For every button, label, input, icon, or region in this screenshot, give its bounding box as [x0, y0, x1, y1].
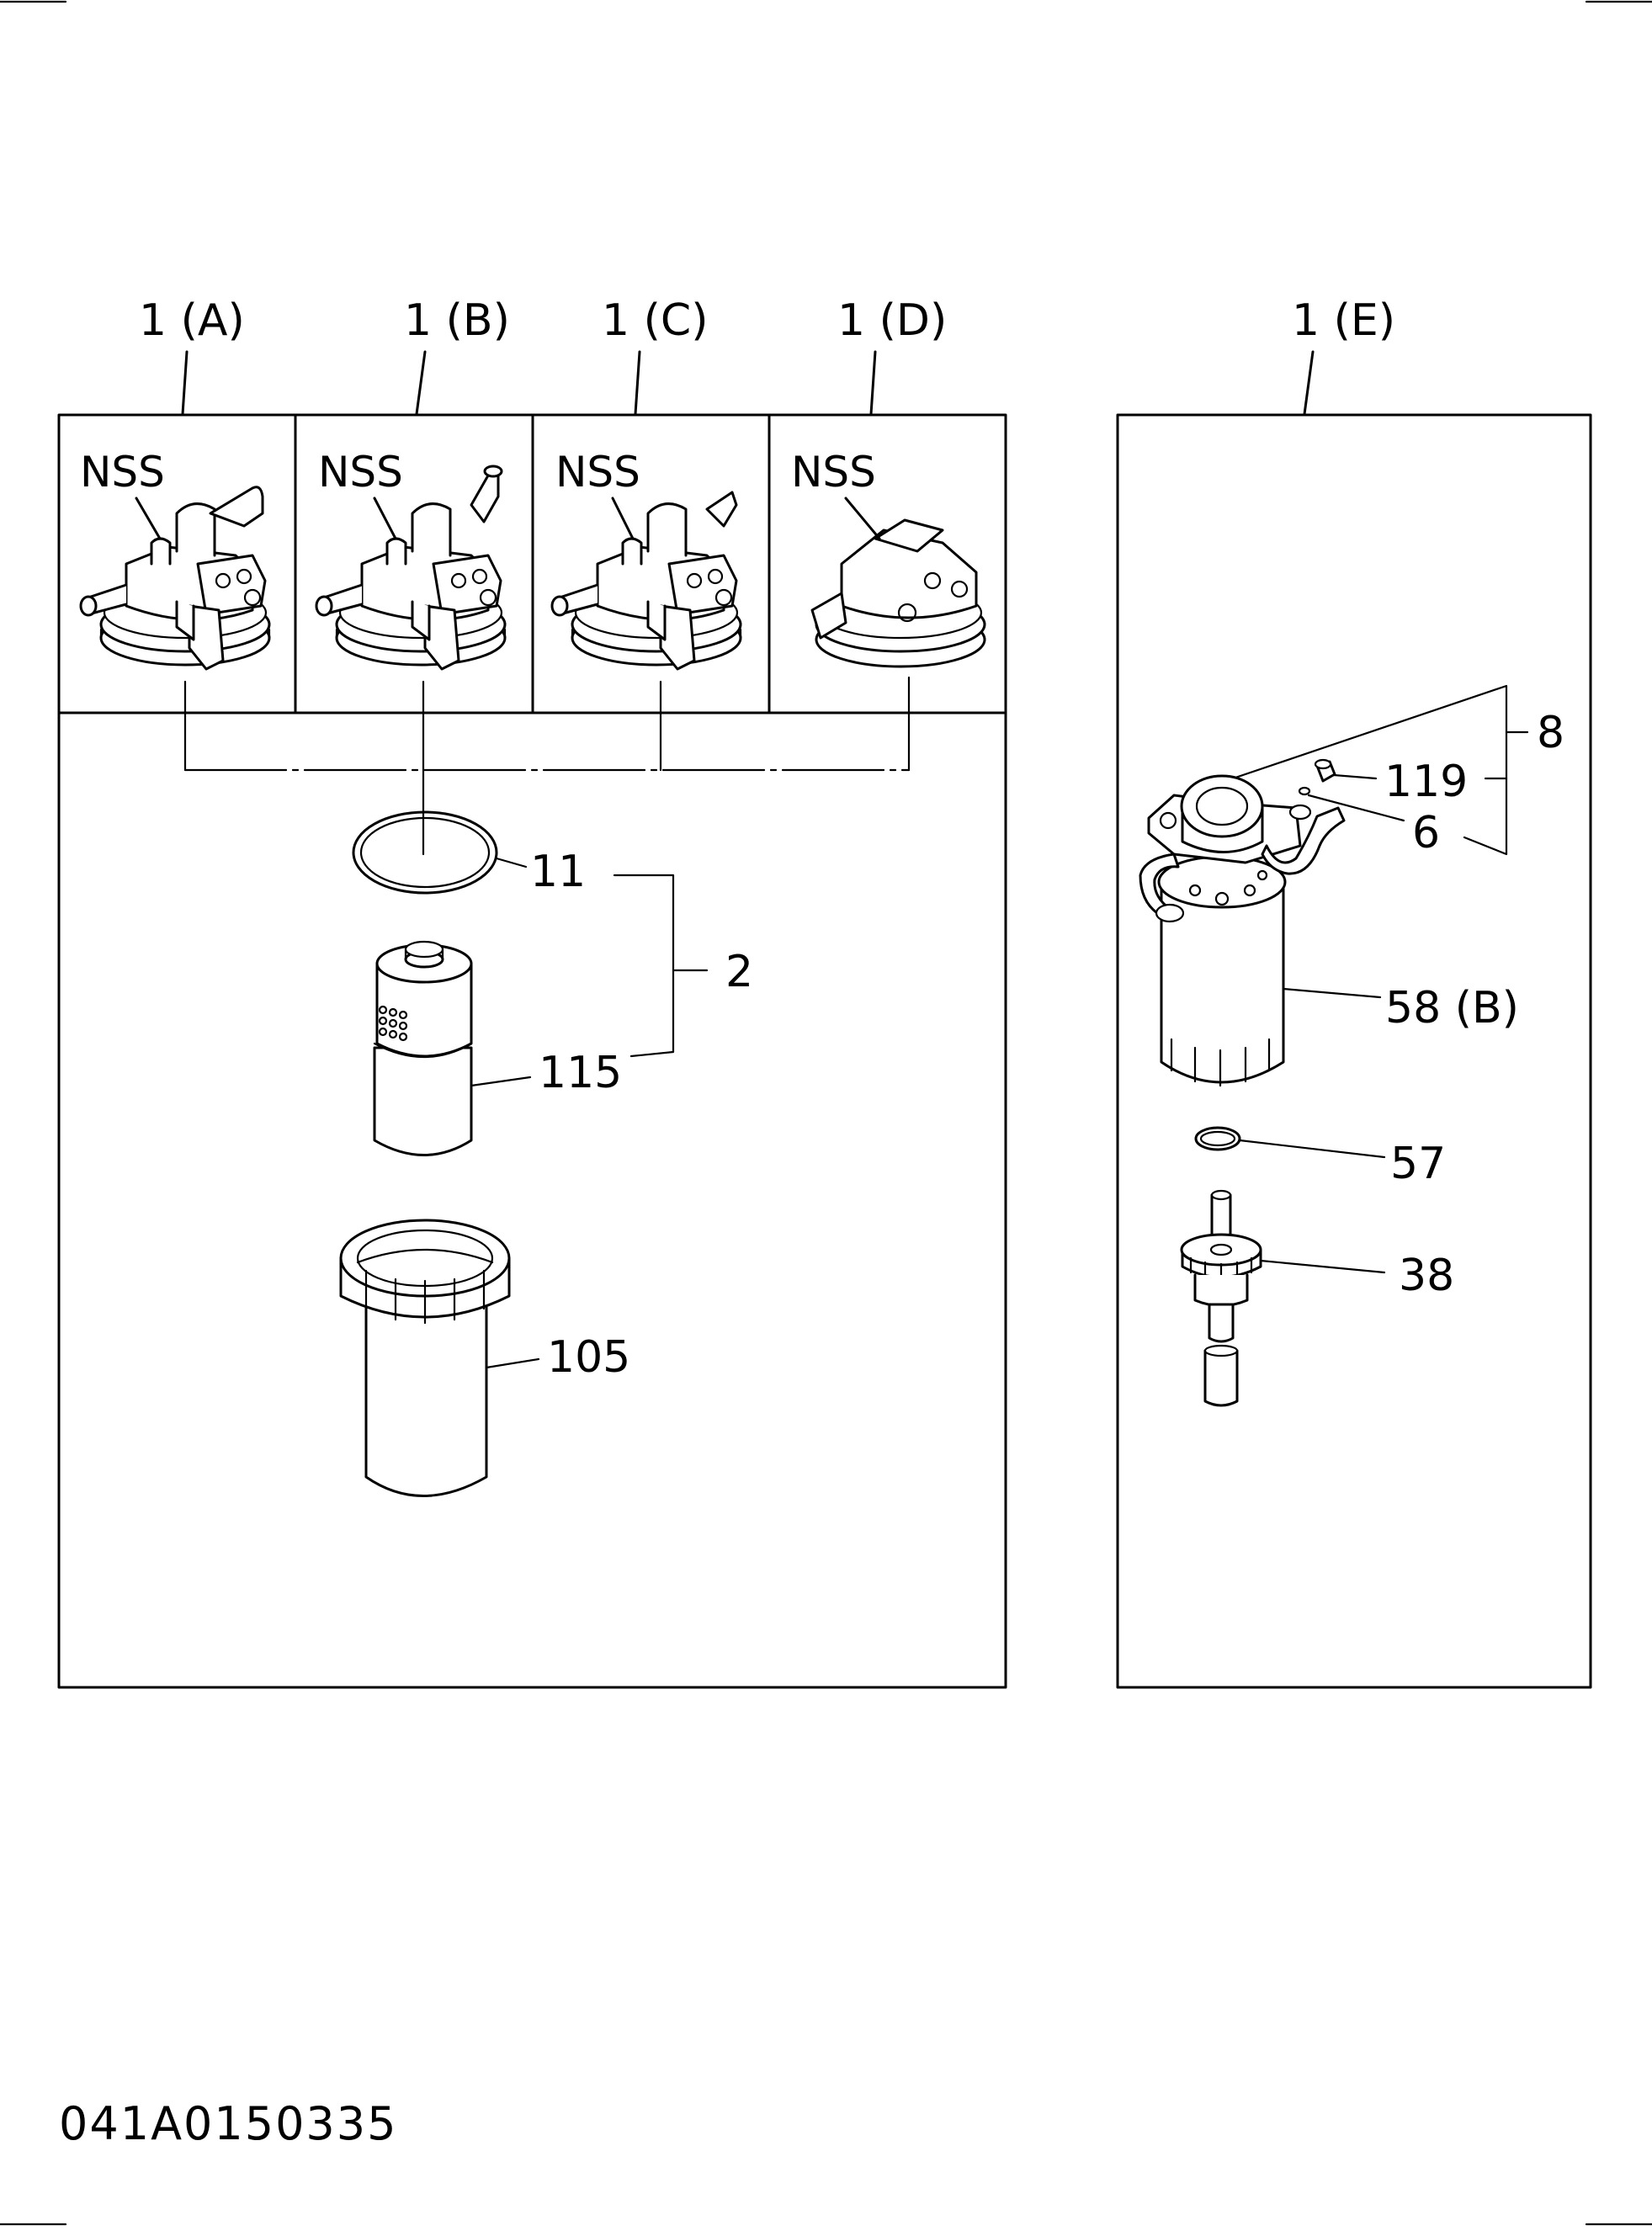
leader-38	[1259, 1259, 1386, 1274]
label-38: 38	[1399, 1251, 1454, 1301]
leader-1c	[634, 350, 641, 416]
leader-1b	[415, 350, 427, 416]
right-frame-border	[1116, 413, 1592, 1689]
leader-1e	[1303, 350, 1315, 416]
label-115: 115	[539, 1048, 622, 1098]
leader-11	[495, 857, 528, 868]
o-ring-57	[1194, 1126, 1241, 1151]
label-1b: 1 (B)	[404, 295, 510, 346]
leader-115	[470, 1076, 532, 1087]
filter-head-d	[810, 497, 986, 668]
bracket-2	[613, 874, 675, 1058]
label-2: 2	[725, 947, 753, 997]
label-1d: 1 (D)	[837, 295, 947, 346]
label-1c: 1 (C)	[602, 295, 709, 346]
filter-head-a	[79, 486, 271, 671]
nss-label-b: NSS	[318, 448, 403, 497]
label-57: 57	[1390, 1139, 1446, 1189]
leader-6	[1307, 794, 1405, 822]
label-105: 105	[547, 1332, 630, 1383]
drawing-code: 041A0150335	[59, 2097, 398, 2150]
label-1a: 1 (A)	[139, 295, 245, 346]
leader-119	[1332, 773, 1378, 780]
filter-58b	[1139, 774, 1346, 1087]
nss-label-a: NSS	[80, 448, 165, 497]
label-8: 8	[1537, 708, 1564, 758]
washer-6	[1298, 786, 1311, 796]
bowl-105	[339, 1219, 511, 1497]
left-frame	[57, 413, 1007, 1689]
leader-57	[1238, 1139, 1386, 1159]
drain-plug-38	[1180, 1189, 1262, 1407]
label-58b: 58 (B)	[1385, 983, 1519, 1033]
nss-label-c: NSS	[555, 448, 640, 497]
leader-1a	[181, 350, 189, 416]
o-ring-11	[352, 810, 498, 895]
label-119: 119	[1384, 757, 1468, 807]
filter-head-b	[315, 465, 507, 671]
bracket-8	[1231, 684, 1508, 856]
bleed-screw-119	[1314, 758, 1336, 783]
filter-element-115	[373, 940, 473, 1156]
connector-lines	[183, 676, 911, 856]
leader-105	[485, 1357, 540, 1369]
variant-labels: 1 (A) 1 (B) 1 (C) 1 (D) 1 (E)	[139, 295, 1395, 416]
leader-58b	[1282, 987, 1382, 999]
label-11: 11	[530, 847, 586, 897]
nss-label-d: NSS	[791, 448, 876, 497]
label-1e: 1 (E)	[1292, 295, 1395, 346]
filter-head-c	[550, 491, 742, 671]
label-6: 6	[1412, 808, 1440, 858]
leader-1d	[869, 350, 877, 416]
